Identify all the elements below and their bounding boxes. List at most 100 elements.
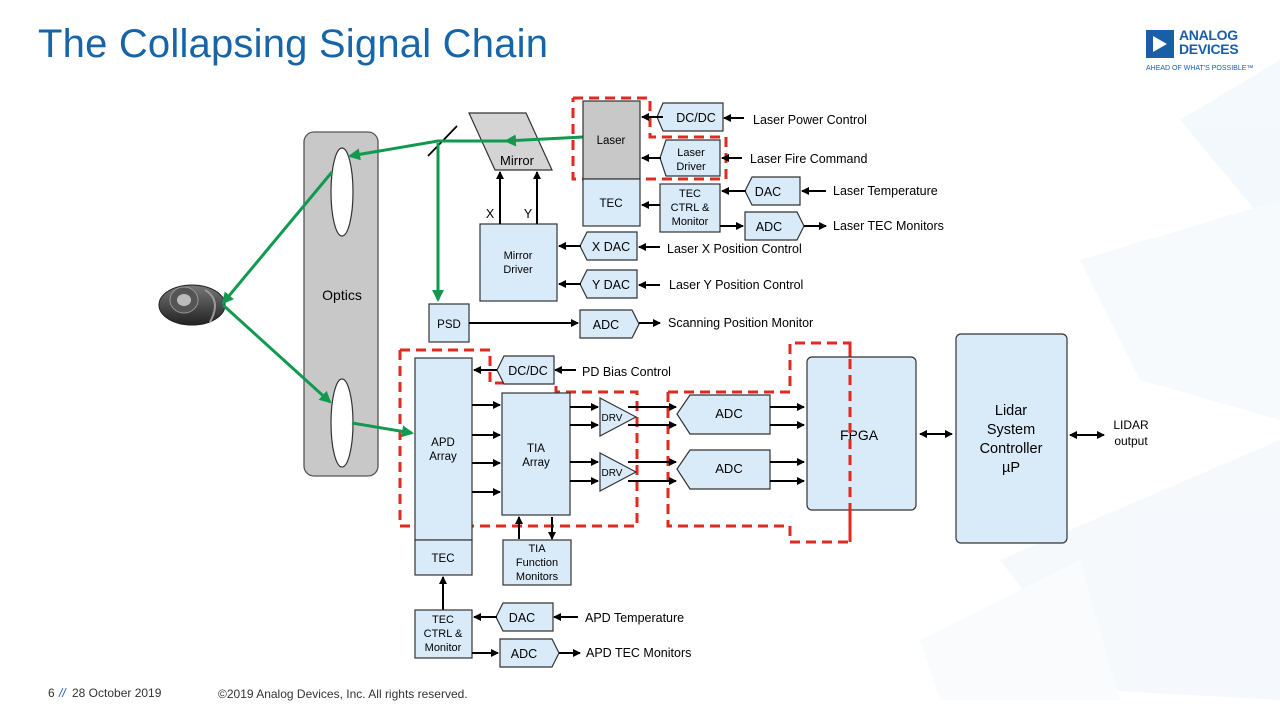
controller-label-1: Lidar — [995, 403, 1027, 419]
laser-driver-label-2: Driver — [676, 161, 706, 173]
optics-lens-bottom — [330, 378, 354, 468]
optics-column — [303, 131, 379, 477]
y-axis-label: Y — [524, 207, 533, 221]
laser-label: Laser — [597, 135, 626, 147]
tia-array-label-1: TIA — [527, 443, 545, 455]
laser-tec-adc-block — [744, 211, 805, 241]
drv-amplifier-bottom — [599, 452, 638, 492]
laser-boundary — [571, 96, 728, 181]
slide-title: The Collapsing Signal Chain — [38, 22, 549, 66]
apd-tec-label: TEC — [432, 553, 455, 565]
pd-bias-control-label: PD Bias Control — [582, 365, 671, 379]
apd-tec-block — [414, 539, 473, 576]
adc-top-label: ADC — [715, 406, 742, 421]
apd-tec-ctrl-label-1: TEC — [432, 614, 454, 626]
y-dac-label: Y DAC — [592, 278, 630, 292]
mirror-to-optics-beam — [348, 139, 506, 161]
target-to-optics-beam — [221, 303, 332, 404]
optics-label: Optics — [322, 287, 362, 303]
drv-amplifier-top — [599, 397, 638, 437]
lidar-output-label-1: LIDAR — [1113, 418, 1149, 432]
laser-temp-dac-label: DAC — [755, 185, 781, 199]
laser-power-control-label: Laser Power Control — [753, 113, 867, 127]
laser-tec-ctrl-label-2: CTRL & — [671, 202, 710, 214]
apd-tec-adc-label: ADC — [511, 647, 537, 661]
laser-temp-dac-block — [744, 176, 801, 206]
apd-array-label-2: Array — [429, 451, 457, 463]
pd-dcdc-label: DC/DC — [508, 364, 548, 378]
x-dac-block — [579, 231, 638, 261]
adc-bottom-label: ADC — [715, 461, 742, 476]
logo-line-2: DEVICES — [1179, 41, 1239, 57]
page-number: 6 — [48, 686, 55, 700]
copyright-notice: ©2019 Analog Devices, Inc. All rights re… — [218, 687, 468, 701]
x-dac-label: X DAC — [592, 240, 630, 254]
lidar-system-controller-block — [955, 333, 1068, 544]
laser-tec-adc-label: ADC — [756, 220, 782, 234]
laser-tec-ctrl-block — [659, 183, 721, 233]
mirror-label: Mirror — [500, 153, 535, 168]
y-dac-block — [579, 269, 638, 299]
tia-monitors-label-2: Function — [516, 557, 558, 569]
tia-monitors-label-3: Monitors — [516, 571, 559, 583]
lidar-output-label-2: output — [1114, 434, 1148, 448]
tia-monitors-label-1: TIA — [528, 543, 546, 555]
controller-label-2: System — [987, 422, 1035, 438]
laser-tec-monitors-label: Laser TEC Monitors — [833, 219, 944, 233]
apd-tec-ctrl-label-3: Monitor — [425, 642, 462, 654]
tia-array-label-2: Array — [522, 457, 550, 469]
x-axis-label: X — [486, 207, 495, 221]
controller-label-4: µP — [1002, 460, 1020, 476]
background-facets — [920, 60, 1280, 700]
mirror-driver-label-2: Driver — [503, 264, 533, 276]
apd-tec-adc-block — [499, 638, 560, 668]
apd-array-label-1: APD — [431, 437, 455, 449]
receiver-boundary — [398, 348, 639, 528]
logo-triangle-icon — [1146, 30, 1174, 58]
tia-array-block — [501, 392, 571, 516]
laser-tec-label: TEC — [600, 198, 623, 210]
adc-block-bottom — [676, 449, 771, 490]
logo-wordmark: ANALOG DEVICES — [1179, 27, 1239, 57]
fpga-label: FPGA — [840, 427, 879, 443]
laser-driver-label-1: Laser — [677, 147, 705, 159]
optics-to-target-beam — [221, 171, 334, 305]
psd-adc-label: ADC — [593, 318, 619, 332]
controller-label-3: Controller — [980, 441, 1043, 457]
adc-block-top — [676, 394, 771, 435]
pd-dcdc-block — [496, 355, 555, 385]
psd-label: PSD — [437, 319, 461, 331]
scanning-position-monitor-label: Scanning Position Monitor — [668, 316, 813, 330]
apd-tec-ctrl-label-2: CTRL & — [424, 628, 463, 640]
apd-array-block — [414, 357, 473, 541]
optics-lens-top — [330, 147, 354, 237]
laser-dcdc-block — [656, 102, 724, 132]
logo-line-1: ANALOG — [1179, 27, 1238, 43]
laser-temperature-label: Laser Temperature — [833, 184, 938, 198]
drv-label-bottom: DRV — [602, 468, 623, 479]
laser-y-position-label: Laser Y Position Control — [669, 278, 803, 292]
optical-paths — [221, 134, 584, 438]
apd-temperature-label: APD Temperature — [585, 611, 684, 625]
drv-label-top: DRV — [602, 413, 623, 424]
laser-fire-command-label: Laser Fire Command — [750, 152, 867, 166]
apd-temp-dac-block — [495, 602, 554, 632]
laser-tec-ctrl-label-3: Monitor — [672, 216, 709, 228]
optics-to-apd-beam — [351, 421, 414, 438]
laser-x-position-label: Laser X Position Control — [667, 242, 802, 256]
fpga-block — [806, 356, 917, 511]
mirror-driver-block — [479, 223, 558, 302]
mirror-driver-label-1: Mirror — [504, 250, 533, 262]
logo-tagline: AHEAD OF WHAT'S POSSIBLE™ — [1146, 65, 1254, 72]
psd-adc-block — [579, 309, 640, 339]
laser-tec-block — [582, 178, 641, 227]
integration-boundaries — [398, 96, 852, 544]
apd-tec-ctrl-block — [414, 609, 473, 659]
laser-to-mirror-beam — [504, 134, 584, 147]
tia-function-monitors-block — [502, 539, 572, 586]
footer-separator: // — [59, 686, 66, 700]
apd-temp-dac-label: DAC — [509, 611, 535, 625]
tire-target-icon — [158, 284, 226, 326]
laser-dcdc-label: DC/DC — [676, 111, 716, 125]
